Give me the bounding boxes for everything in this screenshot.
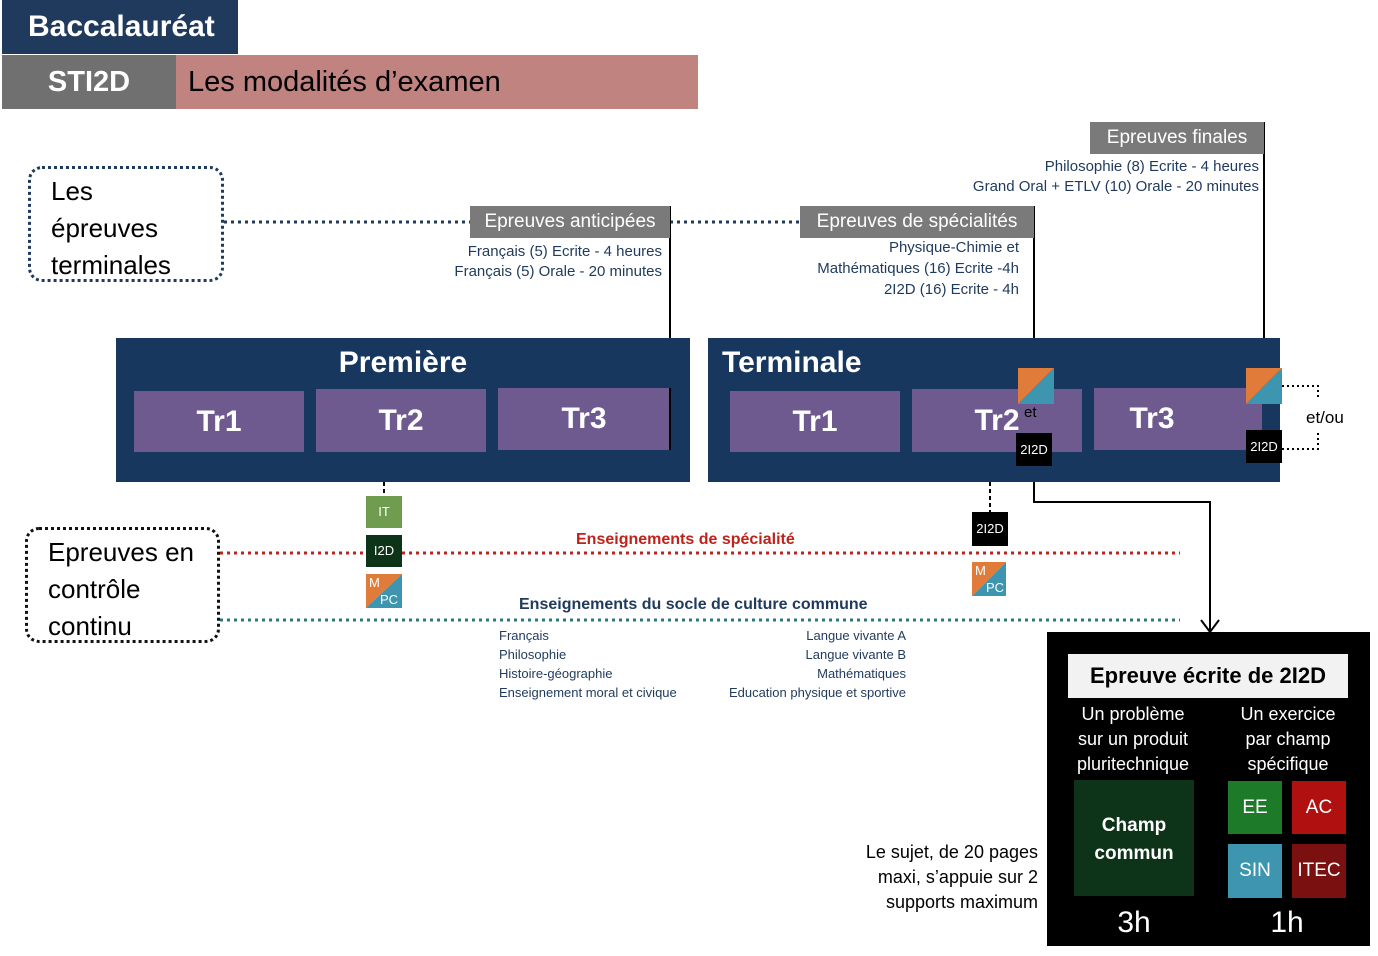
- terminal-exams-box: Les épreuves terminales: [28, 166, 224, 282]
- terminale-term-1: Tr1: [730, 391, 900, 452]
- terminale-m-pc-shape: [972, 562, 1006, 596]
- final-split-icon: [1246, 368, 1282, 404]
- premiere-tr3-line: [669, 388, 671, 450]
- premiere-m-pc-badge: M PC: [366, 574, 402, 608]
- field-ee: EE: [1228, 781, 1282, 834]
- premiere-m-pc-shape: [366, 574, 402, 608]
- series-label: STI2D: [2, 55, 176, 109]
- left-description: Un problème sur un produit pluritechniqu…: [1066, 702, 1200, 777]
- et-ou-label: et/ou: [1306, 408, 1344, 427]
- specialty-line-2: Mathématiques (16) Ecrite -4h: [817, 260, 1019, 277]
- common-field-box: Champ commun: [1074, 780, 1194, 896]
- note-line-3: supports maximum: [885, 892, 1038, 912]
- specialty-line-label: Enseignements de spécialité: [576, 531, 795, 548]
- common-field-line-2: commun: [1094, 843, 1174, 864]
- common-line-label: Enseignements du socle de culture commun…: [519, 596, 868, 613]
- right-desc-1: Un exercice: [1240, 704, 1336, 724]
- math-pc-split-icon: [1018, 368, 1054, 404]
- common-subjects-right: Langue vivante A Langue vivante B Mathém…: [700, 626, 906, 702]
- premiere-title: Première: [338, 346, 468, 379]
- specialty-exams-details: Physique-Chimie et Mathématiques (16) Ec…: [770, 237, 1019, 300]
- et-label: et: [1024, 404, 1037, 421]
- i2d-badge: I2D: [366, 535, 402, 567]
- subject-note: Le sujet, de 20 pages maxi, s’appuie sur…: [820, 840, 1038, 915]
- subject-histoire-geo: Histoire-géographie: [499, 666, 613, 681]
- right-desc-2: par champ: [1245, 729, 1331, 749]
- field-sin: SIN: [1228, 844, 1282, 898]
- subject-lva: Langue vivante A: [806, 628, 906, 643]
- arrow-to-panel: [1033, 466, 1211, 630]
- anticipated-line-2: Français (5) Orale - 20 minutes: [454, 263, 662, 280]
- continuous-assessment-box: Epreuves en contrôle continu: [25, 527, 220, 643]
- common-subjects-left: Français Philosophie Histoire-géographie…: [499, 626, 677, 702]
- subject-eps: Education physique et sportive: [728, 685, 906, 700]
- note-line-2: maxi, s’appuie sur 2: [877, 867, 1038, 887]
- premiere-term-1: Tr1: [134, 391, 304, 452]
- left-desc-3: pluritechnique: [1076, 754, 1190, 774]
- right-description: Un exercice par champ spécifique: [1222, 702, 1354, 777]
- terminale-two-i2d-cc-badge: 2I2D: [972, 512, 1008, 546]
- terminale-pc-label: PC: [986, 580, 1005, 595]
- terminale-title: Terminale: [722, 346, 862, 379]
- header-title: Baccalauréat: [2, 0, 238, 54]
- final-line-2: Grand Oral + ETLV (10) Orale - 20 minute…: [972, 178, 1259, 195]
- terminale-m-pc-badge: M PC: [972, 562, 1006, 596]
- note-line-1: Le sujet, de 20 pages: [865, 842, 1038, 862]
- left-desc-2: sur un produit: [1077, 729, 1189, 749]
- anticipated-line-1: Français (5) Ecrite - 4 heures: [467, 243, 662, 260]
- right-duration: 1h: [1270, 906, 1304, 939]
- terminal-exams-label: Les épreuves terminales: [51, 176, 171, 280]
- written-exam-title: Epreuve écrite de 2I2D: [1068, 654, 1348, 698]
- anticipated-details: Français (5) Ecrite - 4 heures Français …: [420, 242, 662, 282]
- subject-emc: Enseignement moral et civique: [499, 685, 677, 700]
- final-two-i2d-badge: 2I2D: [1246, 430, 1282, 463]
- specialty-exams-tab: Epreuves de spécialités: [800, 206, 1034, 238]
- continuous-assessment-label: Epreuves en contrôle continu: [48, 537, 194, 641]
- specialty-line-3: 2I2D (16) Ecrite - 4h: [883, 281, 1019, 298]
- premiere-term-3: Tr3: [498, 388, 670, 450]
- subject-maths: Mathématiques: [817, 666, 906, 681]
- premiere-m-label: M: [369, 575, 380, 590]
- final-line-1: Philosophie (8) Ecrite - 4 heures: [1044, 158, 1259, 175]
- left-duration: 3h: [1117, 906, 1151, 939]
- it-badge: IT: [366, 496, 402, 528]
- common-field-line-1: Champ: [1101, 815, 1167, 836]
- page-subtitle: Les modalités d’examen: [176, 55, 698, 109]
- left-desc-1: Un problème: [1081, 704, 1185, 724]
- etou-bracket-bottom: [1282, 432, 1319, 450]
- final-exams-details: Philosophie (8) Ecrite - 4 heures Grand …: [940, 157, 1259, 197]
- anticipated-tab: Epreuves anticipées: [470, 206, 670, 238]
- terminale-term-3: Tr3: [1094, 388, 1210, 450]
- field-itec: ITEC: [1292, 844, 1346, 898]
- specialty-line-1: Physique-Chimie et: [888, 239, 1019, 256]
- two-i2d-badge: 2I2D: [1016, 433, 1052, 466]
- final-exams-tab: Epreuves finales: [1090, 122, 1264, 154]
- terminale-term-2: Tr2: [912, 389, 1082, 452]
- right-desc-3: spécifique: [1247, 754, 1329, 774]
- premiere-term-2: Tr2: [316, 389, 486, 452]
- field-ac: AC: [1292, 781, 1346, 834]
- subject-philosophie: Philosophie: [499, 647, 567, 662]
- terminale-m-label: M: [975, 563, 986, 578]
- etou-bracket-top: [1282, 385, 1319, 400]
- premiere-pc-label: PC: [380, 592, 399, 607]
- subject-lvb: Langue vivante B: [805, 647, 906, 662]
- subject-francais: Français: [499, 628, 549, 643]
